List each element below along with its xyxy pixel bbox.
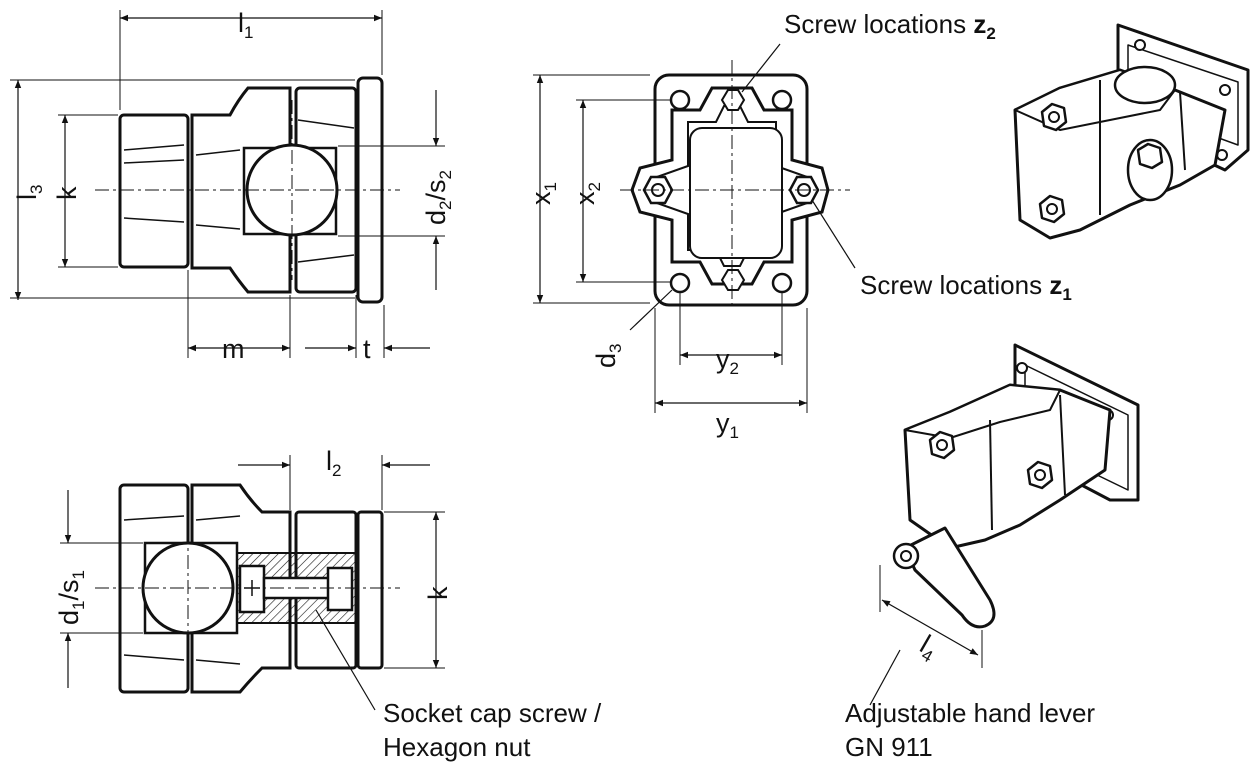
dim-k-label: k — [52, 186, 82, 200]
dim-k-label-bottom: k — [423, 586, 453, 600]
dim-d3-label: d3 — [591, 344, 625, 369]
dim-t-label: t — [363, 334, 371, 364]
dim-x1-label: x1 — [526, 182, 560, 205]
callout-screw-z1: Screw locations z1 — [860, 270, 1072, 304]
side-view-bottom — [60, 455, 445, 711]
isometric-clamp-lever — [892, 343, 1140, 629]
dim-l4-label: l4 — [913, 629, 943, 666]
dim-l2-label: l2 — [326, 446, 341, 480]
callout-screw-z2: Screw locations z2 — [784, 9, 996, 43]
side-view-top — [10, 10, 445, 358]
callout-hand-lever-line2: GN 911 — [845, 732, 933, 762]
dim-l1-label: l1 — [238, 8, 253, 42]
callout-socket-screw-line2: Hexagon nut — [383, 732, 531, 762]
callout-hand-lever-line1: Adjustable hand lever — [845, 698, 1095, 728]
dim-x2-label: x2 — [570, 182, 604, 205]
dim-d2s2-label: d2/s2 — [421, 170, 455, 225]
isometric-clamp-top — [1013, 23, 1250, 240]
dim-d1s1-label: d1/s1 — [54, 570, 88, 625]
dim-m-label: m — [222, 334, 245, 364]
dim-y1-label: y1 — [716, 408, 739, 442]
dim-l3-label: l3 — [12, 185, 46, 200]
dim-l4-lines — [869, 565, 983, 706]
front-view — [533, 43, 856, 413]
callout-socket-screw-line1: Socket cap screw / — [383, 698, 602, 728]
dim-y2-label: y2 — [716, 344, 739, 378]
